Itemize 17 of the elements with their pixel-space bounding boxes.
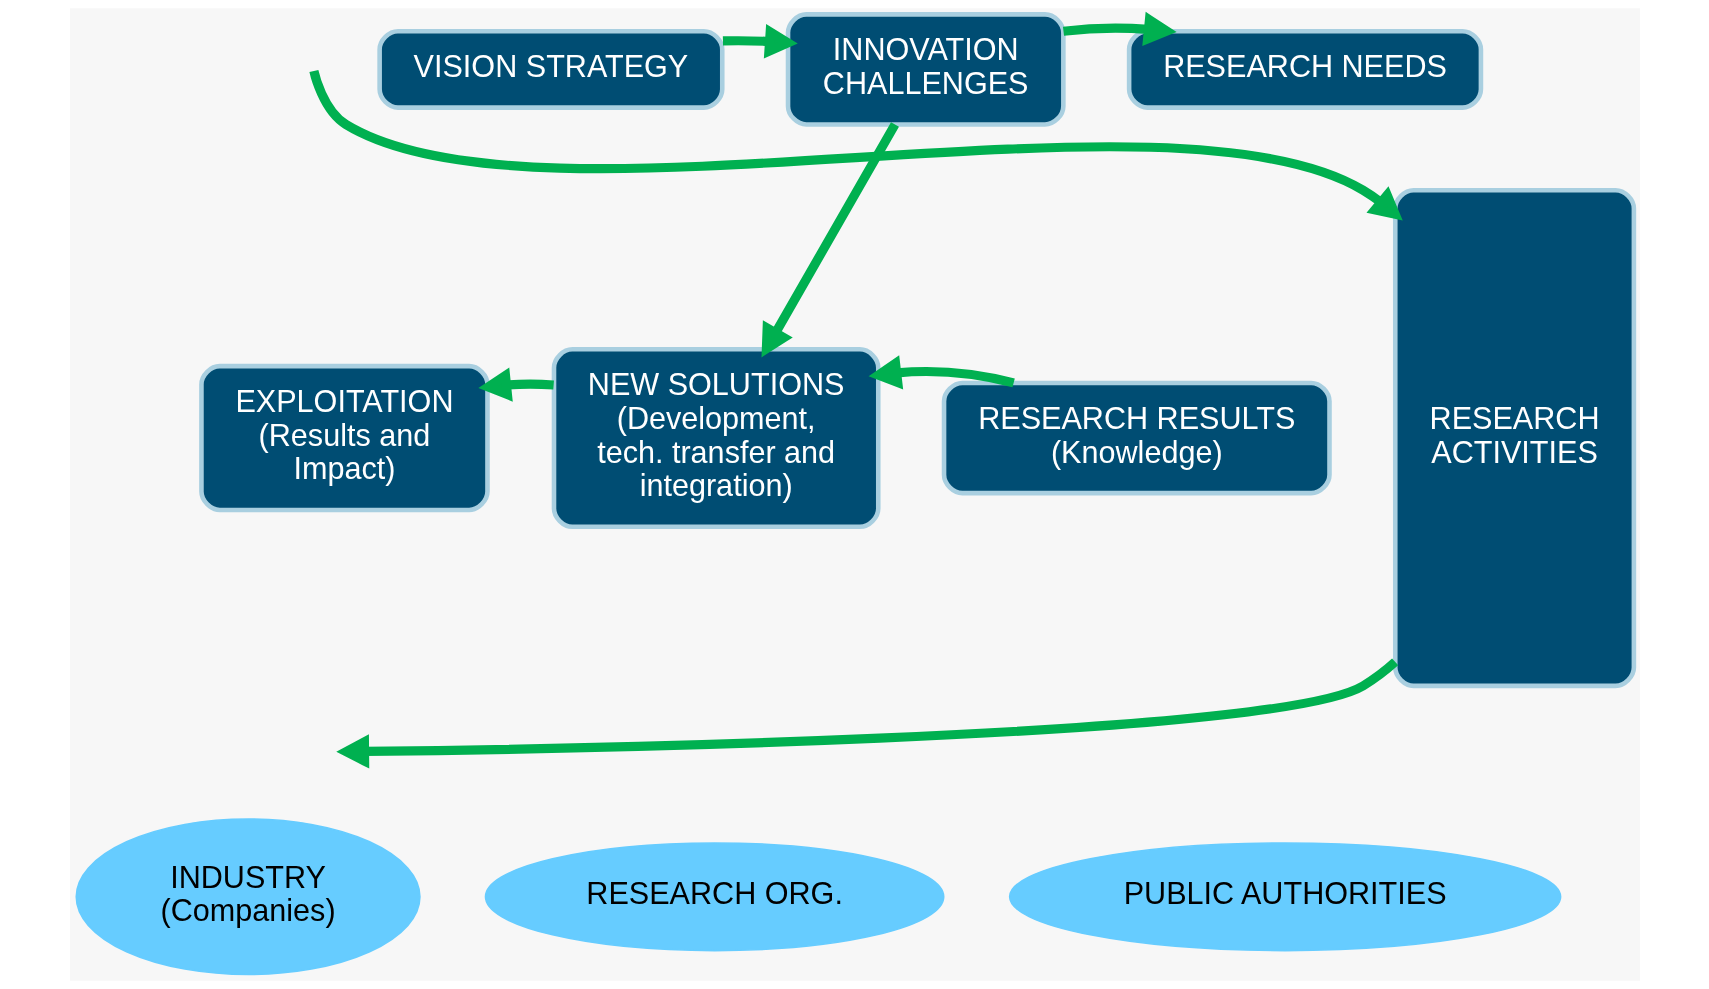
node-box: RESEARCH RESULTS (Knowledge) bbox=[941, 380, 1332, 496]
node-ellipse: INDUSTRY (Companies) bbox=[74, 818, 421, 976]
arrow bbox=[1062, 11, 1177, 47]
node-ellipse: RESEARCH ORG. bbox=[484, 842, 944, 952]
node-box: NEW SOLUTIONS (Development, tech. transfer and integration) bbox=[551, 347, 881, 530]
arrow bbox=[722, 24, 798, 59]
arrow bbox=[309, 69, 1403, 221]
arrow bbox=[477, 367, 554, 402]
node-box: RESEARCH NEEDS bbox=[1126, 28, 1483, 110]
arrow bbox=[761, 122, 899, 358]
node-box: INNOVATION CHALLENGES bbox=[785, 12, 1066, 127]
node-box: RESEARCH ACTIVITIES bbox=[1392, 187, 1636, 689]
arrow bbox=[868, 355, 1015, 390]
node-box: EXPLOITATION (Results and Impact) bbox=[198, 363, 490, 513]
node-box: VISION STRATEGY bbox=[376, 28, 725, 110]
node-ellipse: PUBLIC AUTHORITIES bbox=[1008, 842, 1561, 952]
arrow bbox=[335, 658, 1398, 769]
